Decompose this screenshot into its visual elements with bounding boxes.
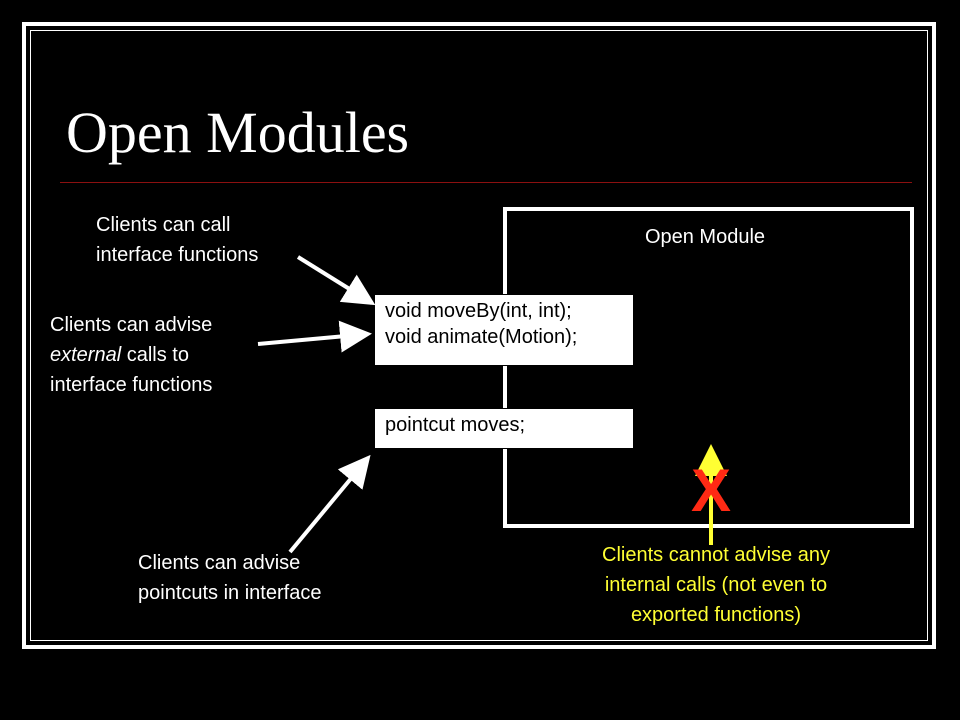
slide-title: Open Modules: [66, 100, 410, 165]
note-line: Clients cannot advise any: [602, 544, 830, 566]
note-line: interface functions: [96, 244, 259, 266]
note-line: pointcuts in interface: [138, 582, 322, 604]
note-clients-can-advise-external: Clients can advise external calls to int…: [50, 310, 212, 400]
blocked-x-icon: X: [690, 457, 732, 524]
note-line: Clients can call: [96, 214, 231, 236]
pointcut-declaration: pointcut moves;: [385, 414, 526, 436]
note-line: Clients can advise: [50, 314, 213, 336]
slide-frame-inner: [30, 30, 928, 641]
note-line: interface functions: [50, 374, 213, 396]
note-text: calls to: [121, 344, 189, 366]
note-line: Clients can advise: [138, 552, 301, 574]
note-line: external calls to: [50, 340, 212, 370]
note-line: internal calls (not even to: [604, 574, 828, 596]
pointcut-box: pointcut moves;: [374, 408, 634, 449]
interface-function: void animate(Motion);: [385, 326, 578, 348]
open-module-box: [503, 207, 914, 528]
note-line: exported functions): [630, 604, 802, 626]
open-module-label: Open Module: [644, 226, 766, 248]
interface-function: void moveBy(int, int);: [385, 300, 572, 322]
note-clients-cannot-advise: Clients cannot advise any internal calls…: [566, 540, 866, 630]
interface-functions-box: void moveBy(int, int); void animate(Moti…: [374, 294, 634, 366]
note-clients-can-call: Clients can call interface functions: [96, 210, 258, 270]
note-emphasis: external: [50, 344, 122, 366]
slide-frame-outer: [22, 22, 936, 649]
note-clients-can-advise-pointcuts: Clients can advise pointcuts in interfac…: [138, 548, 321, 608]
title-divider: [60, 182, 912, 183]
